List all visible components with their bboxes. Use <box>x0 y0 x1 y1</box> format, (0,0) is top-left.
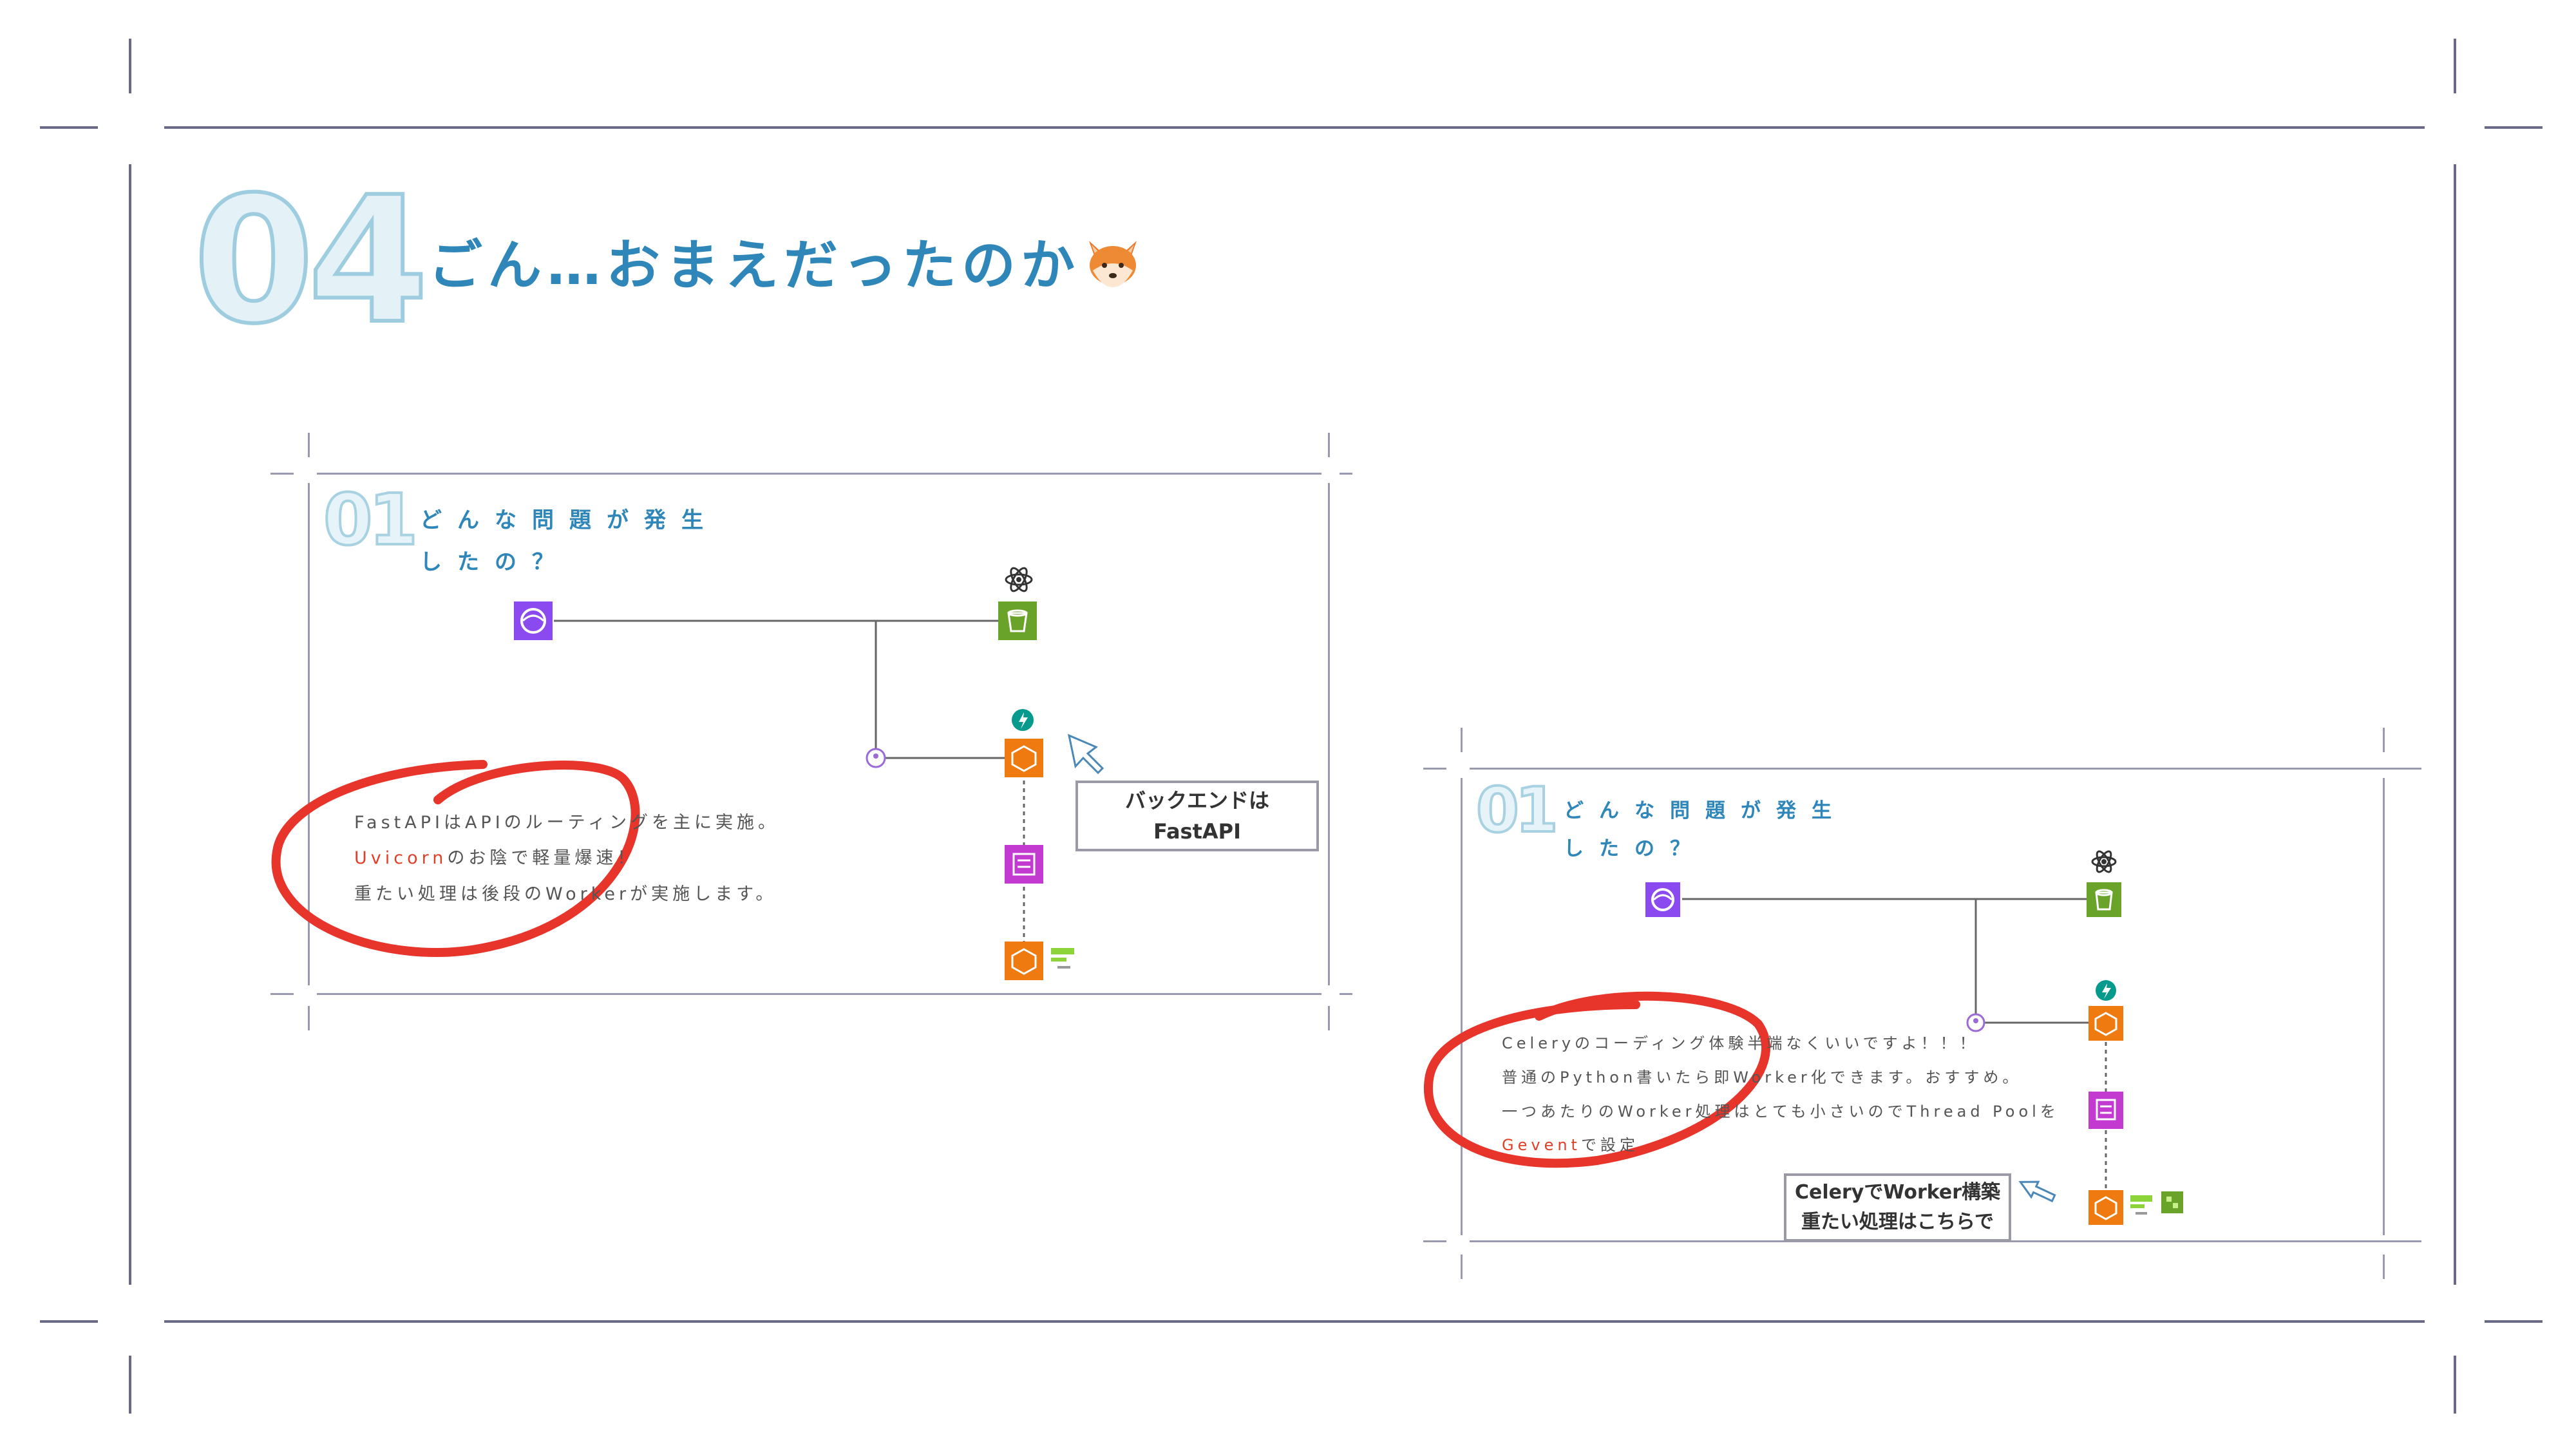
crop-mark <box>2383 1255 2385 1279</box>
frame-top-line <box>164 126 2425 129</box>
mini-title-line2: したの？ <box>420 549 569 575</box>
crop-mark <box>308 433 310 457</box>
desc-line1: Celeryのコーディング体験半端なくいいですよ！！！ <box>1502 1034 1979 1052</box>
mini-title-line2: したの？ <box>1564 837 1705 860</box>
ec2-icon <box>1005 942 1043 980</box>
celery-worker-icon <box>2161 1191 2183 1213</box>
desc-line2: Uvicornのお陰で軽量爆速！ <box>354 848 639 869</box>
fastapi-icon <box>1012 709 1034 731</box>
ec2-icon <box>2088 1190 2123 1225</box>
mini-frame-right <box>2383 778 2385 1235</box>
mini-description: FastAPIはAPIのルーティングを主に実施。 Uvicornのお陰で軽量爆速… <box>354 805 779 912</box>
desc-line3: 一つあたりのWorker処理はとても小さいのでThread Poolを <box>1502 1102 2060 1121</box>
crop-mark <box>2396 1240 2421 1242</box>
fastapi-icon <box>2096 980 2116 1001</box>
mini-section-number: 01 <box>1475 774 1560 846</box>
crop-mark <box>2396 768 2421 770</box>
mini-frame-left <box>1461 778 1463 1235</box>
highlight-uvicorn: Uvicorn <box>354 848 448 869</box>
cloudfront-icon <box>1645 882 1680 917</box>
frame-bottom-line <box>164 1320 2425 1323</box>
frame-left-line <box>129 164 131 1285</box>
mini-title: どんな問題が発生 したの？ <box>1564 792 1847 868</box>
react-icon <box>2091 850 2117 873</box>
sqs-icon <box>2088 1092 2123 1129</box>
mini-title-line1: どんな問題が発生 <box>420 507 719 533</box>
cloudfront-icon <box>514 601 553 640</box>
cursor-arrow-icon <box>1067 734 1104 775</box>
mini-section-number: 01 <box>322 478 419 561</box>
desc-line2: 普通のPython書いたら即Worker化できます。おすすめ。 <box>1502 1068 2022 1086</box>
ec2-icon <box>2088 1006 2123 1041</box>
crop-mark <box>1328 433 1330 457</box>
sqs-icon <box>1005 845 1043 884</box>
crop-mark <box>2485 126 2543 129</box>
crop-mark <box>40 126 98 129</box>
celery-icon <box>2130 1195 2152 1215</box>
crop-mark <box>1423 768 1446 770</box>
crop-mark <box>2454 39 2456 93</box>
crop-mark <box>270 473 294 475</box>
celery-icon <box>1051 948 1074 969</box>
architecture-diagram <box>1424 850 2183 1225</box>
mini-title: どんな問題が発生 したの？ <box>420 500 719 583</box>
mini-frame-bottom <box>317 993 1321 995</box>
mini-frame-top <box>1470 768 2410 770</box>
highlight-gevent: Gevent <box>1502 1136 1581 1155</box>
fox-emoji <box>1084 237 1142 301</box>
annotation-circle <box>271 760 640 957</box>
crop-mark <box>1340 473 1352 475</box>
mini-frame-left <box>308 483 310 985</box>
crop-mark <box>1423 1240 1446 1242</box>
page-title: ごん…おまえだったのか <box>428 222 1142 301</box>
frame-right-line <box>2454 164 2456 1285</box>
crop-mark <box>1461 728 1463 752</box>
desc-line3: 重たい処理は後段のWorkerが実施します。 <box>354 884 777 904</box>
mini-frame-top <box>317 473 1321 475</box>
crop-mark <box>2383 728 2385 752</box>
crop-mark <box>1461 1255 1463 1279</box>
mini-title-line1: どんな問題が発生 <box>1564 799 1847 822</box>
load-balancer-icon <box>1966 1013 1985 1032</box>
react-icon <box>1005 567 1033 592</box>
crop-mark <box>40 1320 98 1323</box>
ec2-icon <box>1005 739 1043 777</box>
crop-mark <box>270 993 294 995</box>
crop-mark <box>2485 1320 2543 1323</box>
cursor-arrow-icon <box>2018 1180 2056 1202</box>
desc-line4: Geventで設定 <box>1502 1136 1639 1155</box>
crop-mark <box>129 1356 131 1414</box>
crop-mark <box>308 1006 310 1030</box>
desc-line1: FastAPIはAPIのルーティングを主に実施。 <box>354 813 780 833</box>
section-number: 04 <box>191 159 431 362</box>
right-slide-thumbnail: 01 どんな問題が発生 したの？ <box>1423 728 2428 1282</box>
crop-mark <box>129 39 131 93</box>
s3-bucket-icon <box>2087 882 2121 917</box>
crop-mark <box>2454 1356 2456 1414</box>
mini-description: Celeryのコーディング体験半端なくいいですよ！！！ 普通のPython書いた… <box>1502 1027 2060 1162</box>
mini-frame-right <box>1328 483 1330 985</box>
page-title-text: ごん…おまえだったのか <box>428 234 1081 297</box>
architecture-diagram <box>271 567 1104 980</box>
annotation-circle <box>1424 991 1770 1168</box>
s3-bucket-icon <box>998 601 1037 640</box>
left-slide-thumbnail: 01 どんな問題が発生 したの？ <box>270 433 1352 1032</box>
load-balancer-icon <box>866 748 886 768</box>
callout-box: バックエンドは FastAPI <box>1075 781 1319 851</box>
callout-box: CeleryでWorker構築 重たい処理はこちらで <box>1784 1173 2011 1242</box>
crop-mark <box>1328 1006 1330 1030</box>
crop-mark <box>1340 993 1352 995</box>
